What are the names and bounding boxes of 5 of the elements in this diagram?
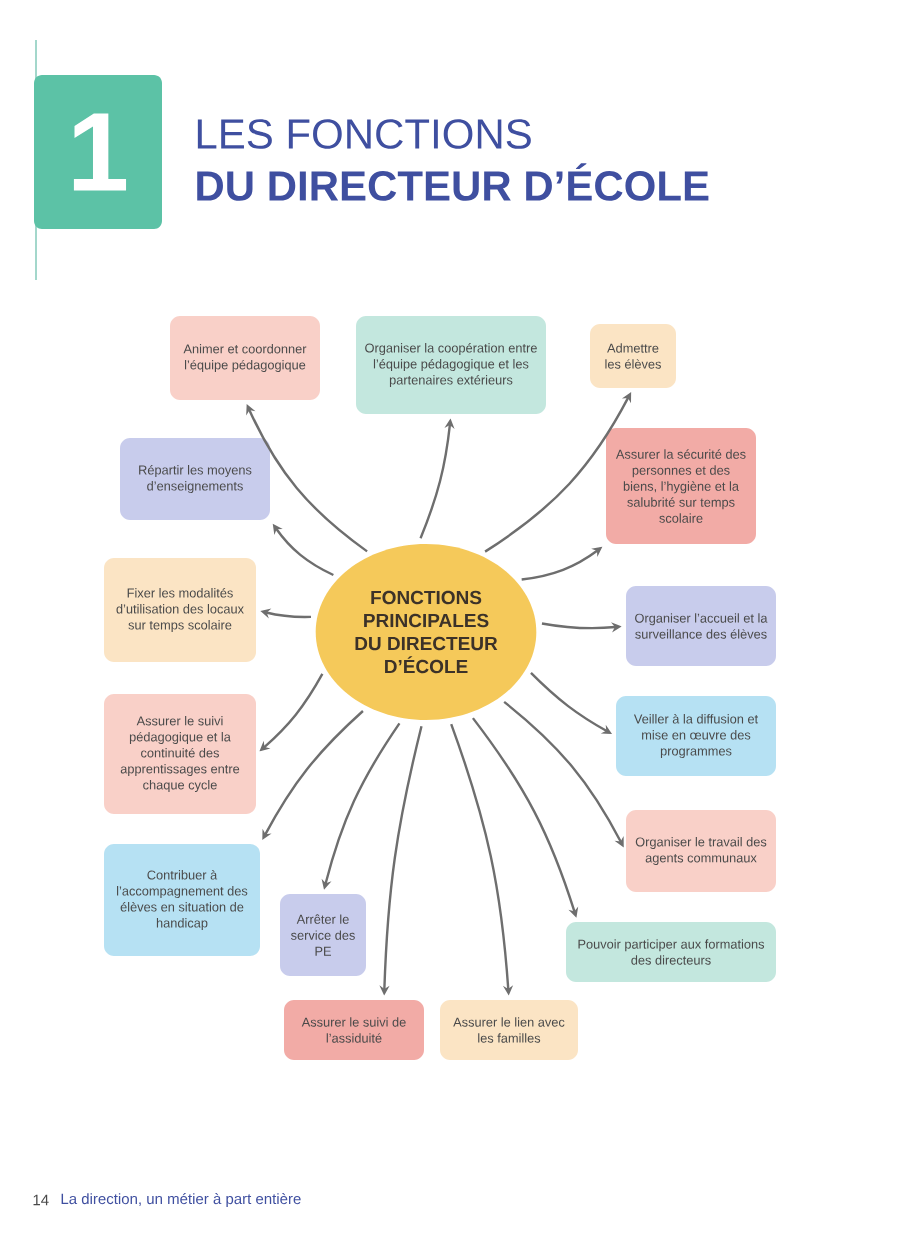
chapter-number: 1 (34, 75, 162, 229)
center-blob: FONCTIONS PRINCIPALES DU DIRECTEUR D’ÉCOLE (315, 544, 537, 720)
heading: LES FONCTIONS (197, 119, 531, 149)
heading: DU DIRECTEUR D’ÉCOLE (197, 163, 709, 201)
arrow (246, 404, 368, 553)
